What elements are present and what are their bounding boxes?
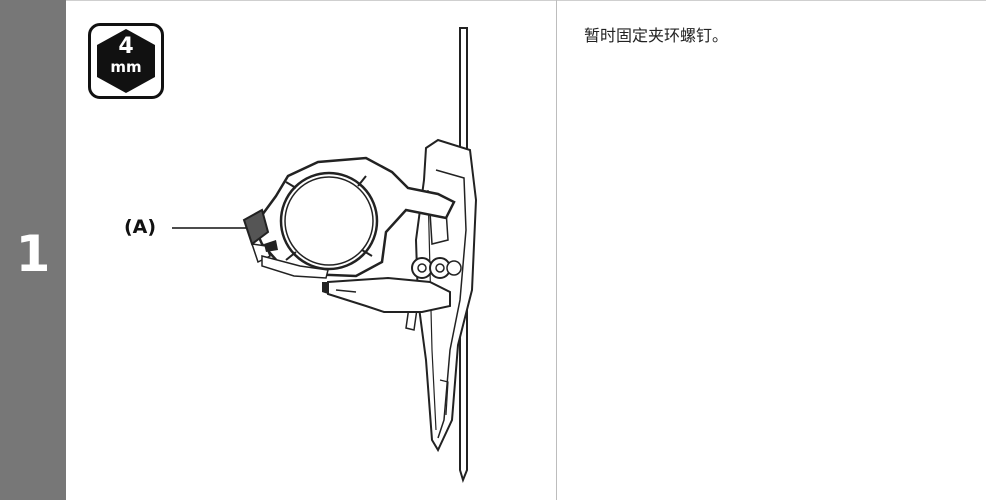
top-rule (0, 0, 986, 1)
step-instruction: 暂时固定夹环螺钉。 (584, 26, 729, 45)
column-divider (556, 0, 557, 500)
step-number-bar: 1 (0, 0, 66, 500)
step-number: 1 (15, 225, 51, 283)
step-illustration: 4 mm (A) (66, 0, 556, 500)
callout-label-a: (A) (124, 216, 157, 238)
tool-size-unit: mm (110, 58, 142, 76)
tool-size-number: 4 (118, 34, 134, 59)
front-derailleur-drawing (172, 27, 478, 484)
hex-key-4mm-icon: 4 mm (88, 23, 164, 99)
